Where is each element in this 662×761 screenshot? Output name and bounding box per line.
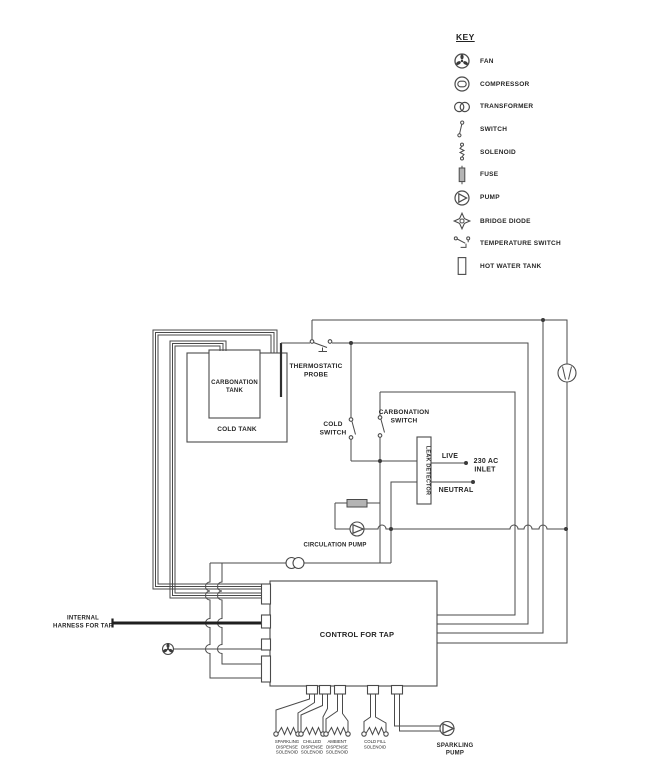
internal-harness-label: INTERNAL [67, 616, 99, 622]
bridge-diode-icon [452, 211, 472, 231]
key-title: KEY [456, 32, 475, 42]
fan-icon [454, 53, 470, 69]
carbonation-tank-label: CARBONATION [211, 380, 258, 386]
key-item-temperature-switch: TEMPERATURE SWITCH [452, 234, 561, 254]
carbonation-switch-icon [377, 415, 385, 438]
key-item-pump: PUMP [452, 188, 500, 208]
solenoid3-label: AMBIENT [327, 739, 346, 744]
key-item-compressor: COMPRESSOR [452, 74, 529, 94]
main-wiring [173, 319, 568, 679]
key-label-bridge-diode: BRIDGE DIODE [480, 217, 531, 225]
hot-water-tank-icon [457, 257, 467, 275]
key-item-fuse: FUSE [452, 165, 498, 185]
thermostatic-switch-icon [309, 339, 333, 352]
leak-detector-label: LEAK DETECTOR [425, 446, 431, 495]
key-item-switch: SWITCH [452, 119, 507, 139]
solenoid1-label: SPARKLING [275, 739, 300, 744]
compressor-icon [557, 363, 577, 383]
ambient-dispense-solenoid-icon [323, 726, 351, 737]
transformer-icon [453, 101, 471, 112]
control-for-tap-label: CONTROL FOR TAP [320, 630, 394, 639]
carbonation-switch-label: CARBONATION [379, 409, 430, 416]
fuse-icon [458, 165, 466, 184]
key-label-hot-water-tank: HOT WATER TANK [480, 262, 542, 270]
key-label-switch: SWITCH [480, 125, 508, 133]
solenoid1-label2: DISPENSE [276, 744, 298, 749]
live-label: LIVE [442, 453, 458, 460]
key-item-fan: FAN [452, 51, 494, 71]
junction-dots [349, 318, 568, 531]
solenoid4-label: COLD FILL [364, 739, 386, 744]
solenoid3-label2: DISPENSE [326, 744, 348, 749]
key-item-solenoid: SOLENOID [452, 142, 516, 162]
solenoid1-label3: SOLENOID [276, 750, 298, 755]
sparkling-pump-label2: PUMP [446, 751, 464, 757]
key-label-fan: FAN [480, 57, 494, 65]
thermostatic-probe-label2: PROBE [304, 372, 329, 379]
inlet-label2: INLET [474, 467, 496, 474]
inlet-label: 230 AC [474, 458, 499, 465]
switch-icon [457, 120, 465, 138]
solenoid2-label2: DISPENSE [301, 744, 323, 749]
circulation-pump-label: CIRCULATION PUMP [303, 543, 366, 549]
key-item-hot-water-tank: HOT WATER TANK [452, 256, 541, 276]
solenoid-icon [458, 142, 466, 161]
solenoid4-label2: SOLENOID [364, 744, 386, 749]
cold-tank-label: COLD TANK [217, 426, 257, 433]
tank-wire-bundles [152, 329, 278, 599]
solenoid2-label: CHILLED [303, 739, 321, 744]
key-label-fuse: FUSE [480, 171, 499, 178]
neutral-label: NEUTRAL [439, 487, 474, 494]
chilled-dispense-solenoid-icon [298, 726, 326, 737]
carbonation-tank-label2: TANK [226, 388, 243, 394]
internal-harness-wire [111, 618, 261, 628]
cold-switch-label2: SWITCH [320, 430, 347, 437]
key-label-compressor: COMPRESSOR [480, 80, 530, 88]
pump-icon [454, 189, 470, 206]
solenoid3-label3: SOLENOID [326, 750, 348, 755]
key-label-temperature-switch: TEMPERATURE SWITCH [480, 240, 561, 247]
thermostatic-probe-wire [279, 342, 310, 397]
sparkling-dispense-solenoid-icon [273, 726, 301, 737]
carbonation-switch-label2: SWITCH [391, 418, 418, 425]
circulation-pump-icon [349, 521, 365, 537]
cold-fill-solenoid-icon [361, 726, 389, 737]
key-label-transformer: TRANSFORMER [480, 103, 534, 110]
cold-switch-label: COLD [323, 421, 342, 428]
cold-switch-icon [348, 417, 356, 440]
key-item-bridge-diode: BRIDGE DIODE [452, 211, 531, 231]
thermostatic-probe-label: THERMOSTATIC [289, 363, 342, 370]
solenoid-wiring [275, 694, 441, 732]
fan-icon [161, 642, 175, 656]
transformer-icon [285, 556, 305, 570]
key-item-transformer: TRANSFORMER [452, 97, 533, 117]
fuse-icon [346, 499, 368, 508]
control-box [260, 580, 438, 687]
temperature-switch-icon [453, 235, 471, 248]
internal-harness-label2: HARNESS FOR TAP [53, 624, 113, 630]
key-label-pump: PUMP [480, 194, 500, 201]
key-legend: KEY FAN COMPRESSOR TRANSFORMER [452, 32, 662, 275]
control-box-tabs [305, 684, 404, 695]
leak-detector-box [416, 436, 432, 505]
solenoid2-label3: SOLENOID [301, 750, 323, 755]
sparkling-pump-icon [439, 720, 456, 737]
key-label-solenoid: SOLENOID [480, 148, 516, 156]
compressor-icon [454, 76, 470, 92]
carbonation-tank-box [208, 349, 261, 419]
sparkling-pump-label: SPARKLING [437, 743, 474, 749]
